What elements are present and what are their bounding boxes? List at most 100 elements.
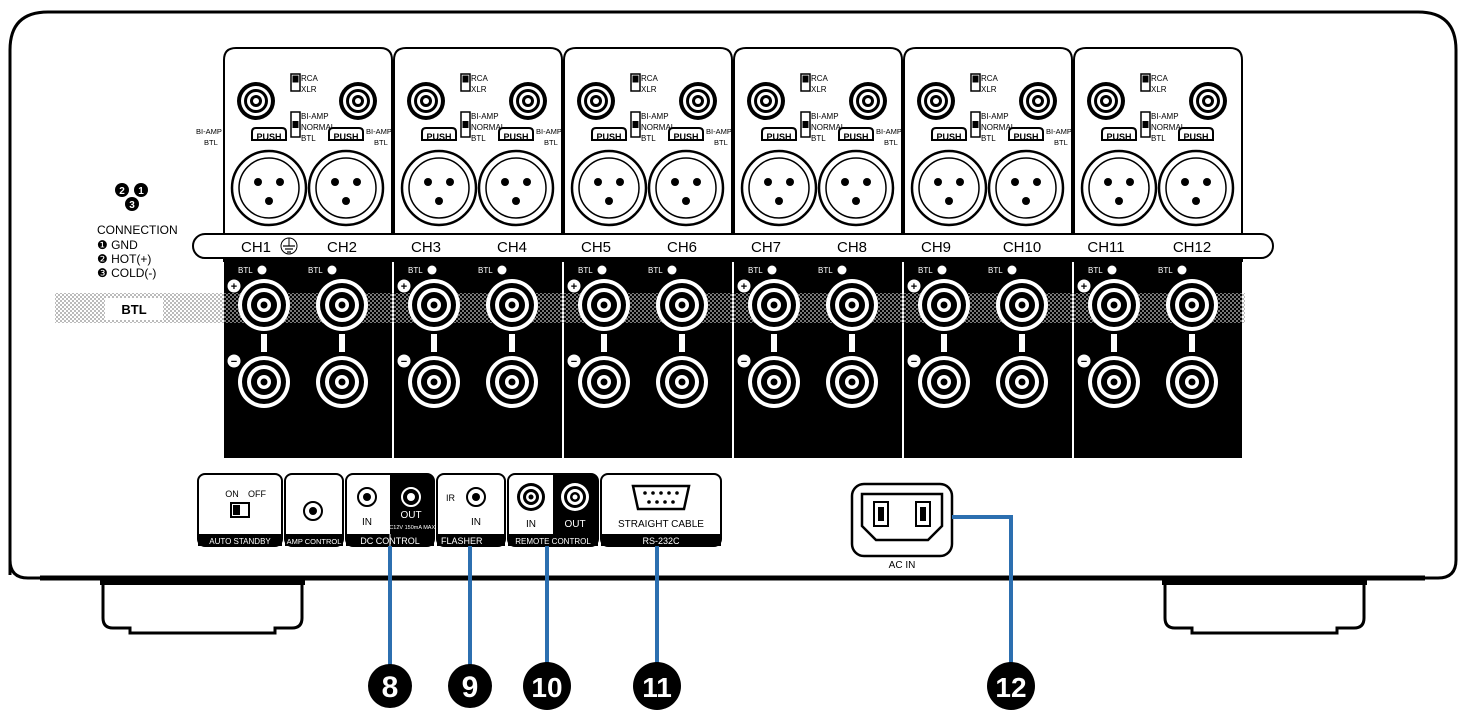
speaker-terminal[interactable]	[1088, 356, 1140, 408]
speaker-terminal[interactable]	[918, 279, 970, 331]
rca-xlr-switch[interactable]	[970, 73, 981, 92]
normal-label: NORMAL	[1151, 123, 1186, 132]
speaker-terminal[interactable]	[826, 356, 878, 408]
xlr-input-left[interactable]: PUSH	[1080, 127, 1158, 227]
biamp-label: BI-AMP	[301, 112, 329, 121]
remote-control-label: REMOTE CONTROL	[515, 537, 591, 546]
amp-control-jack[interactable]	[303, 501, 323, 521]
rca-jack-left[interactable]	[407, 82, 445, 120]
ac-inlet[interactable]	[860, 492, 944, 542]
remote-control-in-jack[interactable]	[517, 483, 545, 511]
speaker-terminal[interactable]	[408, 356, 460, 408]
rca-jack-right[interactable]	[339, 82, 377, 120]
rca-xlr-switch[interactable]	[630, 73, 641, 92]
speaker-terminal[interactable]	[1166, 279, 1218, 331]
speaker-terminal[interactable]	[238, 279, 290, 331]
biamp-side-label: BI-AMP	[876, 127, 902, 136]
biamp-side-label: BI-AMP	[706, 127, 732, 136]
xlr-input-right[interactable]: PUSH	[987, 127, 1065, 227]
dc-control-out-jack[interactable]	[401, 487, 421, 507]
rca-label: RCA	[1151, 74, 1169, 83]
speaker-terminal[interactable]	[996, 279, 1048, 331]
push-label: PUSH	[1106, 132, 1131, 142]
speaker-terminal[interactable]	[826, 279, 878, 331]
channel-label-ch1: CH1	[241, 239, 271, 256]
mode-switch[interactable]	[800, 111, 811, 138]
rca-jack-left[interactable]	[917, 82, 955, 120]
svg-text:+: +	[1081, 281, 1087, 293]
speaker-terminal[interactable]	[1166, 356, 1218, 408]
speaker-terminal[interactable]	[238, 356, 290, 408]
rca-xlr-switch[interactable]	[800, 73, 811, 92]
xlr-input-right[interactable]: PUSH	[1157, 127, 1235, 227]
xlr-input-right[interactable]: PUSH	[817, 127, 895, 227]
speaker-terminal[interactable]	[486, 279, 538, 331]
rs232c-connector[interactable]	[631, 484, 691, 511]
mode-switch[interactable]	[290, 111, 301, 138]
speaker-terminal[interactable]	[918, 356, 970, 408]
svg-text:12: 12	[995, 672, 1026, 703]
rca-jack-right[interactable]	[509, 82, 547, 120]
mode-switch[interactable]	[460, 111, 471, 138]
ac-in-panel: AC IN	[850, 482, 954, 571]
speaker-btl-label: BTL	[308, 266, 323, 275]
mode-switch[interactable]	[1140, 111, 1151, 138]
btl-side-label: BTL	[1054, 138, 1068, 147]
rca-jack-right[interactable]	[1019, 82, 1057, 120]
rca-xlr-switch[interactable]	[460, 73, 471, 92]
speaker-terminal[interactable]	[316, 279, 368, 331]
speaker-terminal[interactable]	[1088, 279, 1140, 331]
speaker-terminal[interactable]	[578, 356, 630, 408]
remote-control-out-jack[interactable]	[561, 483, 589, 511]
dc-control-in-jack[interactable]	[357, 487, 377, 507]
speaker-terminal[interactable]	[316, 356, 368, 408]
flasher-in-jack[interactable]	[466, 487, 486, 507]
mode-switch[interactable]	[630, 111, 641, 138]
rca-jack-right[interactable]	[679, 82, 717, 120]
callout-10: 10	[523, 662, 571, 710]
xlr-input-left[interactable]: PUSH	[910, 127, 988, 227]
xlr-input-left[interactable]: PUSH	[740, 127, 818, 227]
speaker-terminal[interactable]	[578, 279, 630, 331]
rca-jack-left[interactable]	[577, 82, 615, 120]
speaker-terminal[interactable]	[748, 356, 800, 408]
auto-standby-switch[interactable]	[230, 502, 250, 518]
rca-xlr-switch[interactable]	[290, 73, 301, 92]
xlr-input-left[interactable]: PUSH	[570, 127, 648, 227]
normal-label: NORMAL	[811, 123, 846, 132]
auto-standby-label: AUTO STANDBY	[209, 537, 271, 546]
xlr-input-right[interactable]: PUSH	[307, 127, 385, 227]
xlr-input-left[interactable]: PUSH	[400, 127, 478, 227]
speaker-terminal[interactable]	[748, 279, 800, 331]
speaker-btl-label: BTL	[478, 266, 493, 275]
speaker-terminal[interactable]	[486, 356, 538, 408]
btl-label-box: BTL	[105, 298, 163, 320]
rca-jack-left[interactable]	[237, 82, 275, 120]
speaker-terminal[interactable]	[656, 279, 708, 331]
speaker-terminal[interactable]	[996, 356, 1048, 408]
btl-mode-label: BTL	[471, 134, 486, 143]
flasher-label: FLASHER	[441, 536, 483, 546]
callout-12: 12	[987, 662, 1035, 710]
speaker-btl-label: BTL	[748, 266, 763, 275]
rca-jack-right[interactable]	[1189, 82, 1227, 120]
auto-standby-on: ON	[225, 489, 239, 499]
xlr-input-left[interactable]: PUSH	[230, 127, 308, 227]
speaker-terminal[interactable]	[656, 356, 708, 408]
svg-text:+: +	[401, 281, 407, 293]
btl-mode-label: BTL	[981, 134, 996, 143]
rca-jack-left[interactable]	[1087, 82, 1125, 120]
btl-side-label: BTL	[204, 138, 218, 147]
speaker-btl-label: BTL	[988, 266, 1003, 275]
speaker-terminal[interactable]	[408, 279, 460, 331]
svg-text:3: 3	[129, 200, 135, 211]
mode-switch[interactable]	[970, 111, 981, 138]
rca-xlr-switch[interactable]	[1140, 73, 1151, 92]
xlr-input-right[interactable]: PUSH	[647, 127, 725, 227]
xlr-input-right[interactable]: PUSH	[477, 127, 555, 227]
callout-9: 9	[448, 664, 492, 708]
rca-jack-left[interactable]	[747, 82, 785, 120]
rca-jack-right[interactable]	[849, 82, 887, 120]
speaker-btl-label: BTL	[408, 266, 423, 275]
